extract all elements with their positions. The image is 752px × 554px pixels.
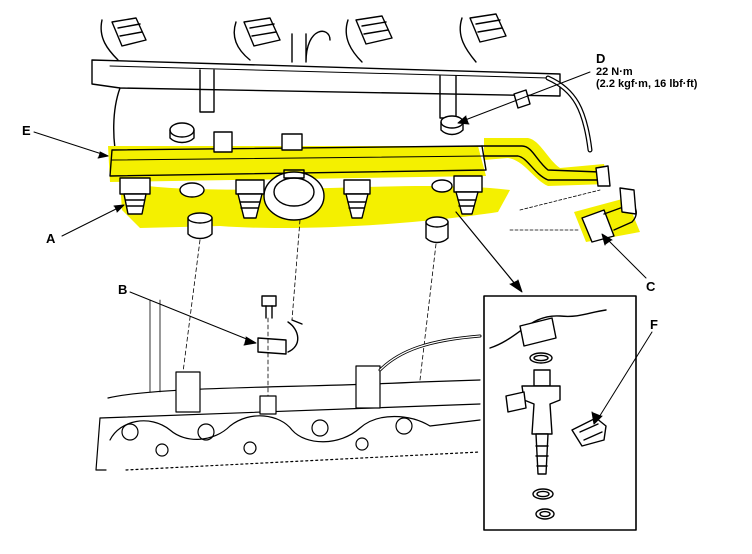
injector-connector-1 [100, 17, 147, 61]
fuel-feed-connector [581, 187, 637, 243]
callout-c: C [646, 279, 656, 294]
callout-a: A [46, 231, 56, 246]
injector-2 [235, 179, 265, 219]
intake-manifold [95, 299, 482, 471]
injector-3 [343, 179, 371, 219]
callout-e: E [22, 123, 31, 138]
injector-connector-2 [233, 17, 281, 61]
injector-connector-4 [459, 13, 507, 63]
injector-4 [453, 175, 483, 215]
hose-clamp [257, 319, 303, 355]
injector-1 [119, 177, 151, 215]
torque-spec-value: 22 N·m [596, 66, 633, 78]
bolt [261, 295, 277, 319]
fuel-rail [109, 131, 611, 187]
callout-b: B [118, 282, 128, 297]
injector-detail-inset [483, 295, 637, 531]
harness-tie [513, 89, 531, 109]
callout-f: F [650, 317, 658, 332]
wire-harness [91, 30, 593, 166]
assembly-guides [181, 219, 437, 401]
injector-connector-3 [345, 15, 393, 63]
rail-spacer-right [431, 115, 464, 193]
torque-spec-units: (2.2 kgf·m, 16 lbf·ft) [596, 78, 698, 90]
retainer-clip [571, 417, 607, 447]
callout-d: D [596, 51, 606, 66]
rail-spacer-left [169, 122, 205, 198]
insulator-right [425, 216, 449, 244]
insulator-left [187, 212, 213, 240]
connector-guideline [509, 189, 601, 231]
pressure-regulator [263, 169, 325, 221]
leader-lines [33, 71, 653, 425]
